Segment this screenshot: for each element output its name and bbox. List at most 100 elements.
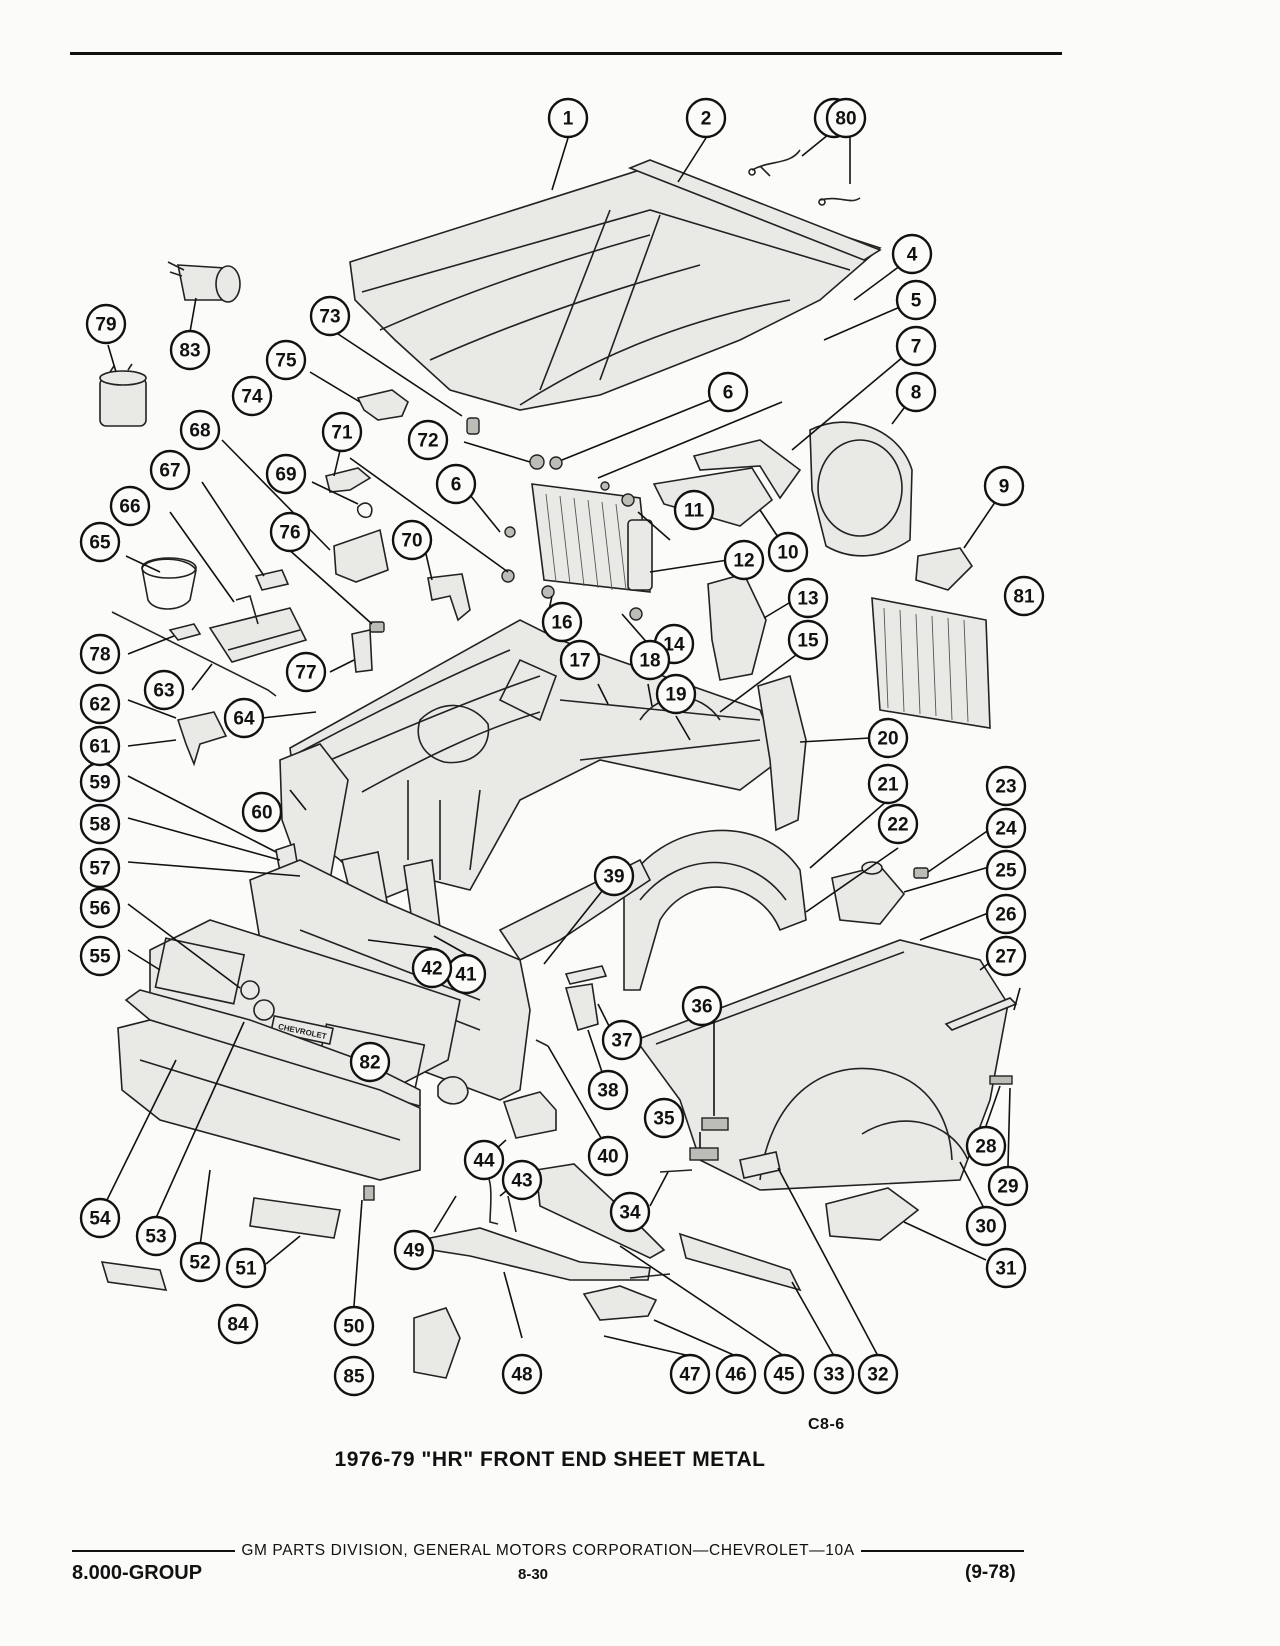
callout-number: 54 <box>89 1209 111 1230</box>
callout-number: 25 <box>995 861 1017 882</box>
callout-number: 73 <box>319 307 340 328</box>
callout-45: 45 <box>763 1353 805 1395</box>
footer-rule-right <box>860 1550 1024 1552</box>
callout-number: 60 <box>251 803 272 824</box>
callout-number: 6 <box>451 475 462 496</box>
callout-15: 15 <box>787 619 829 661</box>
callout-circle <box>349 1041 391 1083</box>
callout-8: 8 <box>895 371 937 413</box>
callout-circle <box>867 763 909 805</box>
callout-52: 52 <box>179 1241 221 1283</box>
callout-circle <box>547 97 589 139</box>
callout-circle <box>79 521 121 563</box>
callout-57: 57 <box>79 847 121 889</box>
callout-number: 26 <box>995 905 1016 926</box>
callout-circle <box>767 531 809 573</box>
callout-30: 30 <box>965 1205 1007 1247</box>
callout-circle <box>985 807 1027 849</box>
callout-26: 26 <box>985 893 1027 935</box>
callout-number: 7 <box>911 337 922 358</box>
callout-4: 4 <box>891 233 933 275</box>
callout-number: 66 <box>119 497 140 518</box>
callout-number: 4 <box>907 245 918 266</box>
callout-32: 32 <box>857 1353 899 1395</box>
callout-1: 1 <box>547 97 589 139</box>
callout-circle <box>987 1165 1029 1207</box>
callout-circle <box>179 409 221 451</box>
callout-35: 35 <box>643 1097 685 1139</box>
callout-circle <box>79 1197 121 1239</box>
callout-circle <box>217 1303 259 1345</box>
callout-number: 52 <box>189 1253 210 1274</box>
callout-81: 81 <box>1003 575 1045 617</box>
callout-circle <box>149 449 191 491</box>
callout-circle <box>135 1215 177 1257</box>
callout-number: 42 <box>421 959 442 980</box>
callout-number: 6 <box>723 383 734 404</box>
callout-6: 6 <box>707 371 749 413</box>
callout-33: 33 <box>813 1353 855 1395</box>
callout-number: 39 <box>603 867 624 888</box>
callout-84: 84 <box>217 1303 259 1345</box>
callout-66: 66 <box>109 485 151 527</box>
callout-circle <box>79 725 121 767</box>
callout-20: 20 <box>867 717 909 759</box>
callout-2: 2 <box>685 97 727 139</box>
callout-number: 44 <box>473 1151 495 1172</box>
callout-54: 54 <box>79 1197 121 1239</box>
callout-76: 76 <box>269 511 311 553</box>
callout-25: 25 <box>985 849 1027 891</box>
callout-number: 45 <box>773 1365 795 1386</box>
callout-number: 34 <box>619 1203 641 1224</box>
callout-34: 34 <box>609 1191 651 1233</box>
callout-number: 83 <box>179 341 200 362</box>
callout-circle <box>895 371 937 413</box>
callout-number: 30 <box>975 1217 996 1238</box>
callout-circle <box>241 791 283 833</box>
callout-number: 38 <box>597 1081 618 1102</box>
callout-70: 70 <box>391 519 433 561</box>
callout-12: 12 <box>723 539 765 581</box>
callout-number: 23 <box>995 777 1016 798</box>
callout-41: 41 <box>445 953 487 995</box>
footer-publisher-line: GM PARTS DIVISION, GENERAL MOTORS CORPOR… <box>72 1541 1024 1561</box>
callout-circle <box>985 1247 1027 1289</box>
callout-circle <box>787 619 829 661</box>
callout-number: 77 <box>295 663 316 684</box>
footer-page-number: 8-30 <box>518 1566 549 1583</box>
callout-circle <box>629 639 671 681</box>
callout-number: 64 <box>233 709 255 730</box>
callout-6: 6 <box>435 463 477 505</box>
callout-circle <box>225 1247 267 1289</box>
radiator-part <box>504 481 653 621</box>
callout-circle <box>559 639 601 681</box>
callout-number: 63 <box>153 681 174 702</box>
callout-circle <box>333 1305 375 1347</box>
callout-59: 59 <box>79 761 121 803</box>
callout-61: 61 <box>79 725 121 767</box>
callout-circle <box>985 849 1027 891</box>
callout-number: 2 <box>701 109 712 130</box>
callout-5: 5 <box>895 279 937 321</box>
callout-circle <box>501 1159 543 1201</box>
callout-79: 79 <box>85 303 127 345</box>
callout-circle <box>857 1353 899 1395</box>
footer-date: (9-78) <box>965 1562 1016 1583</box>
callout-number: 51 <box>235 1259 257 1280</box>
callout-circle <box>669 1353 711 1395</box>
callout-37: 37 <box>601 1019 643 1061</box>
callout-number: 56 <box>89 899 110 920</box>
air-cleaner-part <box>167 261 241 303</box>
callout-circle <box>463 1139 505 1181</box>
callout-83: 83 <box>169 329 211 371</box>
callout-62: 62 <box>79 683 121 725</box>
callout-number: 78 <box>89 645 110 666</box>
callout-78: 78 <box>79 633 121 675</box>
callout-circle <box>143 669 185 711</box>
callout-number: 65 <box>89 533 111 554</box>
callout-27: 27 <box>985 935 1027 977</box>
callout-circle <box>231 375 273 417</box>
callout-80: 80 <box>825 97 867 139</box>
callout-circle <box>435 463 477 505</box>
callout-circle <box>79 683 121 725</box>
